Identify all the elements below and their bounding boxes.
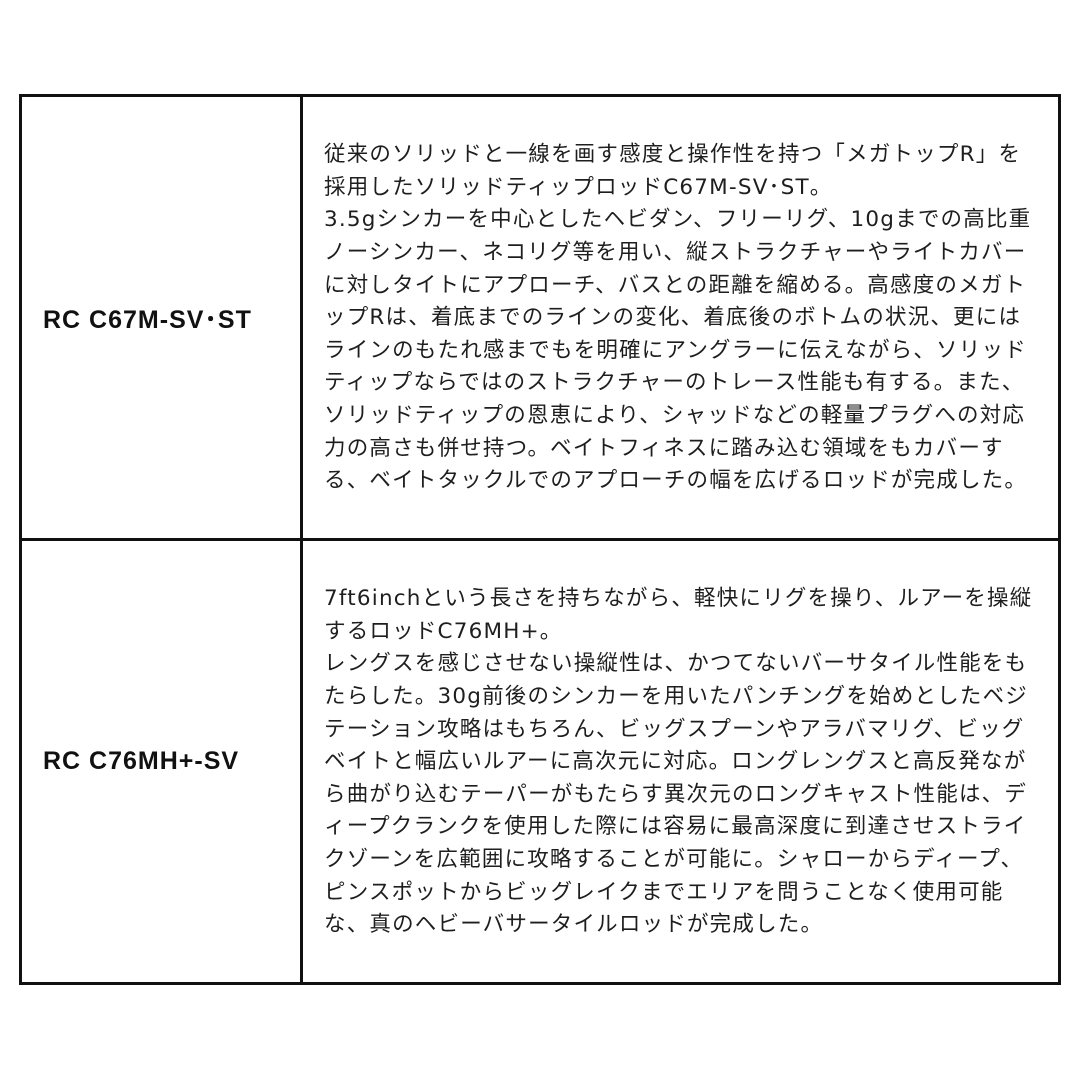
model-description: 従来のソリッドと一線を画す感度と操作性を持つ「メガトップR」を採用したソリッドテ…	[324, 142, 1032, 494]
model-description: 7ft6inchという長さを持ちながら、軽快にリグを操り、ルアーを操縦するロッド…	[324, 586, 1033, 938]
model-name-cell: RC C76MH+-SV	[19, 538, 303, 985]
model-name-cell: RC C67M-SV･ST	[19, 94, 303, 541]
rod-spec-table: RC C67M-SV･ST 従来のソリッドと一線を画す感度と操作性を持つ「メガト…	[19, 94, 1061, 985]
model-name: RC C67M-SV･ST	[43, 305, 252, 334]
table-row: RC C76MH+-SV 7ft6inchという長さを持ちながら、軽快にリグを操…	[19, 538, 1061, 985]
description-cell: 従来のソリッドと一線を画す感度と操作性を持つ「メガトップR」を採用したソリッドテ…	[300, 94, 1061, 541]
table-row: RC C67M-SV･ST 従来のソリッドと一線を画す感度と操作性を持つ「メガト…	[19, 94, 1061, 541]
model-name: RC C76MH+-SV	[43, 747, 240, 775]
description-cell: 7ft6inchという長さを持ちながら、軽快にリグを操り、ルアーを操縦するロッド…	[300, 538, 1061, 985]
